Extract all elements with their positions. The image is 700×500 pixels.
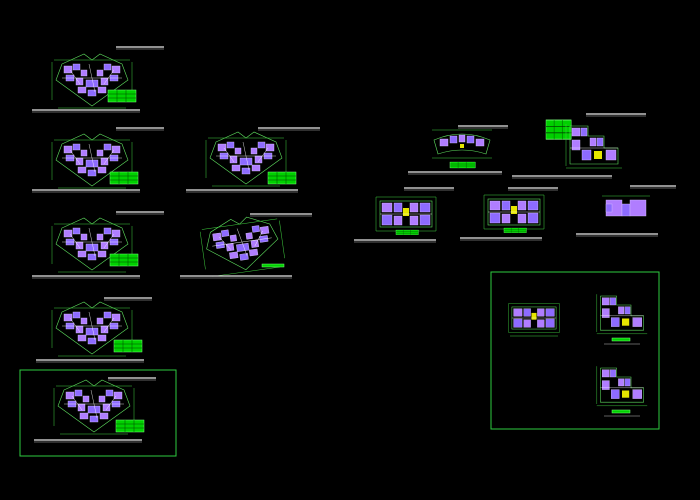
legend-table xyxy=(115,419,145,433)
plan-right-row-1 xyxy=(354,187,454,243)
legend-table xyxy=(395,229,419,236)
legend-table xyxy=(449,161,476,169)
plan-right-row-3 xyxy=(576,185,676,237)
plan-detail-3 xyxy=(596,365,648,417)
plan-left-4 xyxy=(36,297,152,363)
plan-mid-1 xyxy=(186,127,320,193)
plan-right-top-2 xyxy=(512,113,646,179)
plan-left-3 xyxy=(32,211,164,279)
legend-table xyxy=(109,253,139,267)
sheet-frame-right xyxy=(490,271,660,430)
legend-table xyxy=(109,171,139,185)
detail-sheet xyxy=(490,271,660,430)
plan-mid-2 xyxy=(180,212,312,279)
sheet-frame-left xyxy=(19,369,177,457)
plan-left-1 xyxy=(32,46,164,113)
plan-right-row-2 xyxy=(460,187,558,241)
plan-left-2 xyxy=(32,127,164,193)
legend-table xyxy=(107,89,137,103)
plan-right-top-1 xyxy=(408,125,508,175)
plan-detail-2 xyxy=(596,293,648,345)
legend-table xyxy=(545,119,572,140)
plan-left-5 xyxy=(19,369,177,457)
legend-table xyxy=(503,227,527,234)
legend-table xyxy=(267,171,297,185)
plan-detail-1 xyxy=(508,303,560,337)
legend-table xyxy=(113,339,143,353)
